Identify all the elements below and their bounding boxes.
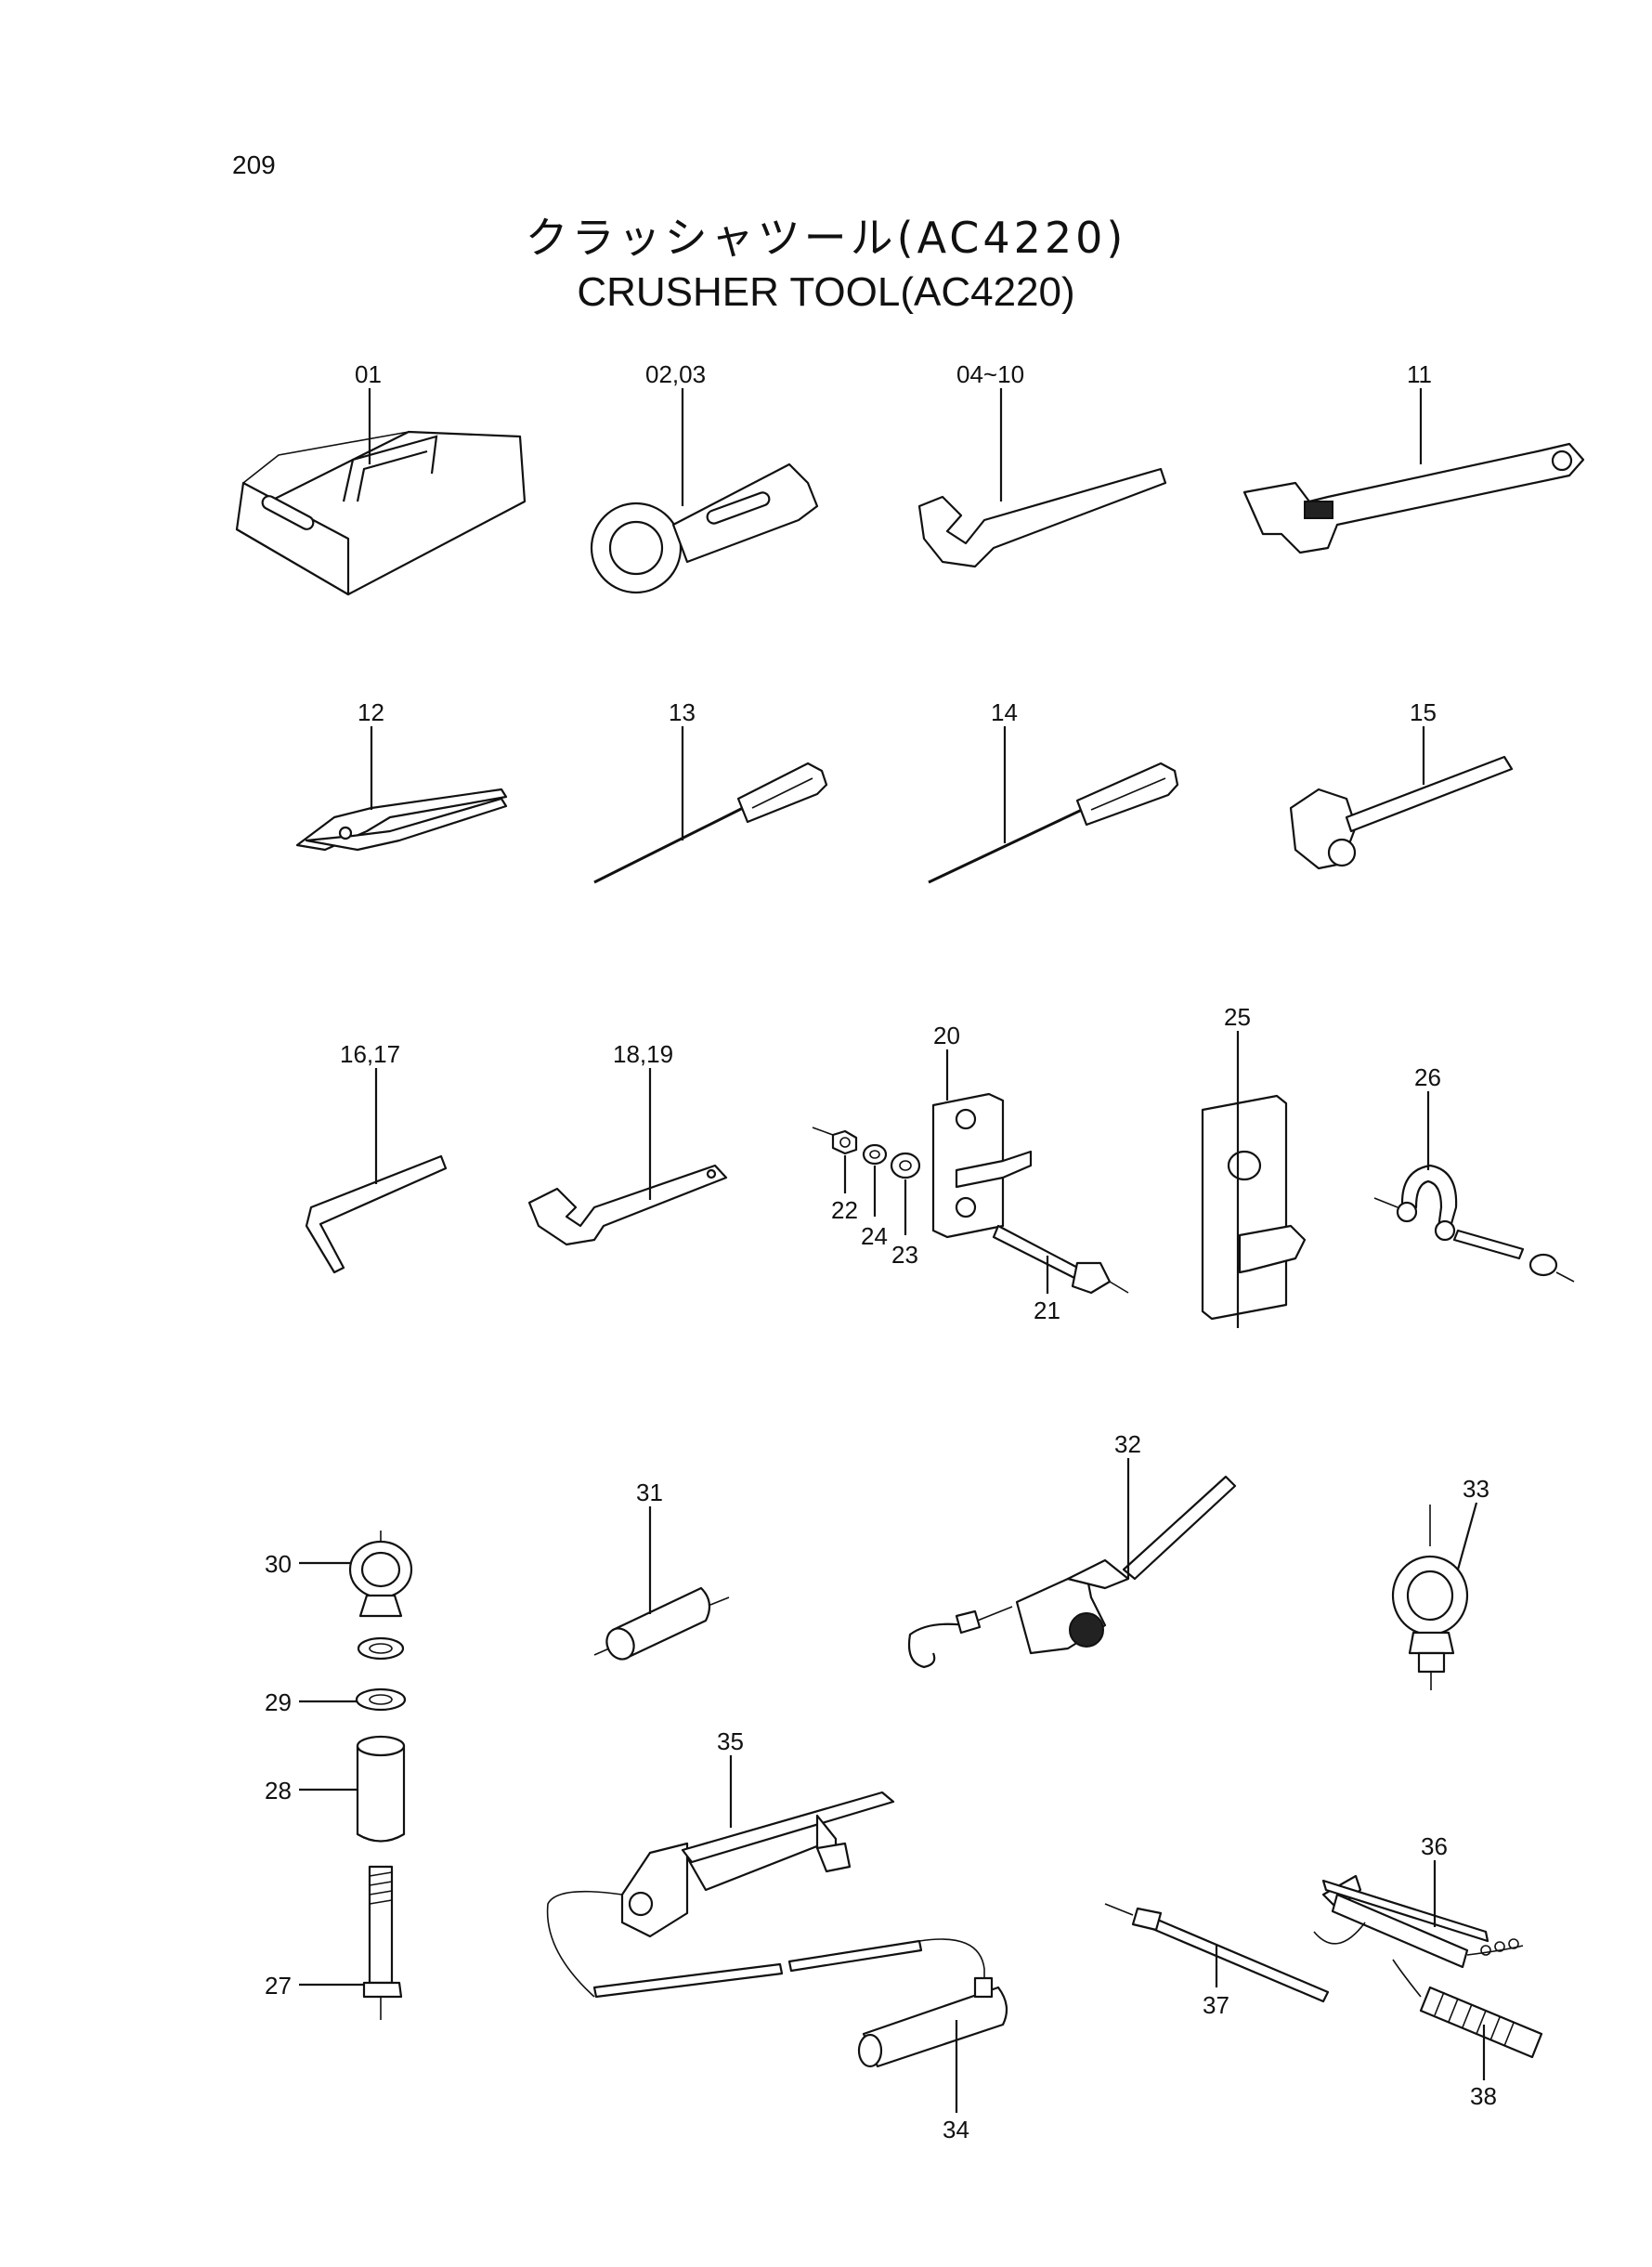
part-26-shackle (1373, 1164, 1575, 1283)
part-12-pliers (295, 788, 508, 852)
label-33: 33 (1463, 1475, 1489, 1503)
label-0410: 04~10 (956, 360, 1024, 388)
part-13-screwdriver (593, 762, 828, 884)
part-21-bolt (992, 1224, 1129, 1295)
part-01-tool-box (235, 430, 527, 596)
label-25: 25 (1224, 1003, 1251, 1031)
label-28: 28 (265, 1777, 292, 1804)
label-12: 12 (358, 698, 384, 726)
part-20-bracket (931, 1092, 1033, 1239)
part-1819-hook-spanner (527, 1164, 728, 1246)
title-japanese: クラッシャツール(AC4220) (525, 213, 1127, 263)
label-0203: 02,03 (645, 360, 706, 388)
label-20: 20 (933, 1022, 960, 1049)
label-27: 27 (265, 1972, 292, 2000)
label-38: 38 (1470, 2082, 1497, 2110)
label-13: 13 (669, 698, 696, 726)
part-32-lever-hoist (907, 1475, 1237, 1669)
part-37-grease-nozzle (1104, 1903, 1330, 2003)
part-35-hydraulic-pump (620, 1791, 895, 1938)
part-24-washer (862, 1143, 888, 1166)
label-31: 31 (636, 1479, 663, 1506)
label-11: 11 (1407, 360, 1432, 388)
label-22: 22 (831, 1196, 858, 1224)
part-11-adjustable-wrench (1242, 442, 1585, 554)
label-14: 14 (991, 698, 1018, 726)
label-35: 35 (717, 1727, 744, 1755)
label-21: 21 (1034, 1296, 1060, 1324)
part-31-sleeve (593, 1586, 730, 1661)
label-29: 29 (265, 1688, 292, 1716)
label-32: 32 (1114, 1430, 1141, 1458)
part-spring-washer (357, 1636, 405, 1661)
label-1819: 18,19 (613, 1040, 673, 1068)
label-15: 15 (1410, 698, 1437, 726)
part-38-cartridge (1392, 1959, 1543, 2059)
label-30: 30 (265, 1550, 292, 1578)
part-0203-ring-spanner (590, 463, 819, 594)
hose-section-b (787, 1939, 923, 1973)
part-1617-hex-key (305, 1154, 448, 1274)
part-29-washer (355, 1687, 407, 1712)
part-33-eye-bolt (1391, 1505, 1469, 1690)
part-23-washer (890, 1152, 921, 1179)
hose-left (546, 1890, 623, 1998)
part-15-hammer (1289, 755, 1514, 870)
label-26: 26 (1414, 1063, 1441, 1091)
label-23: 23 (891, 1241, 918, 1269)
part-28-collar (356, 1735, 406, 1843)
part-14-screwdriver-flat (928, 762, 1179, 884)
label-1617: 16,17 (340, 1040, 400, 1068)
label-34: 34 (943, 2116, 969, 2143)
hose-right (918, 1938, 985, 1987)
label-01: 01 (355, 360, 382, 388)
page-number: 209 (232, 150, 276, 179)
label-36: 36 (1421, 1832, 1448, 1860)
part-36-grease-gun (1313, 1874, 1524, 1969)
leader-33 (1456, 1502, 1478, 1570)
part-0410-open-spanner (917, 467, 1167, 568)
part-25-plate (1201, 1094, 1307, 1321)
part-22-nut (812, 1127, 858, 1155)
label-24: 24 (861, 1222, 888, 1250)
label-37: 37 (1203, 1991, 1229, 2019)
title-english: CRUSHER TOOL(AC4220) (577, 269, 1075, 315)
part-34-cylinder (857, 1976, 1008, 2068)
hose-section-a (592, 1962, 784, 1999)
part-30-eye-nut (348, 1531, 413, 1618)
part-27-bolt (362, 1865, 403, 2020)
